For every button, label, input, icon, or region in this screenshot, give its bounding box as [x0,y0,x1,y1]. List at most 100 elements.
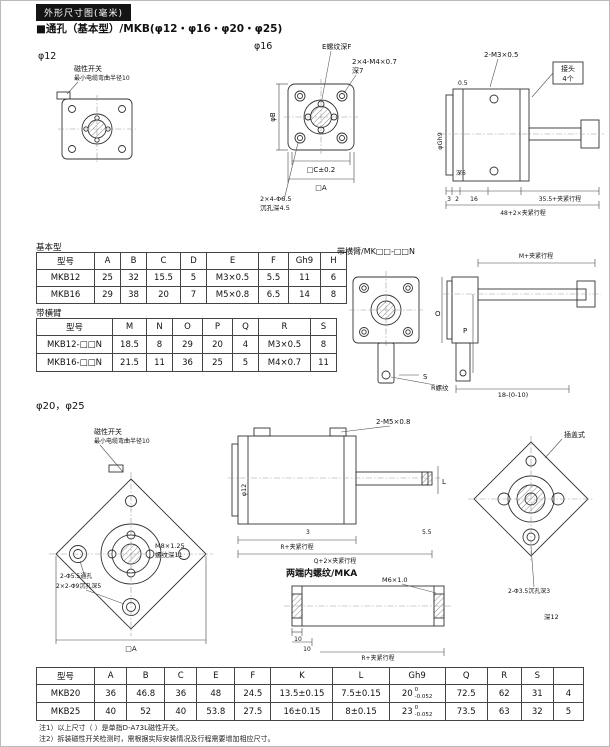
counterbore-note: 2×4-Φ6.5 [260,195,292,203]
col-header: P [202,318,233,336]
q-stroke-dim: Q+2×夹紧行程 [314,557,357,565]
cell: 11 [146,353,173,372]
phi12-rod-label: φ12 [240,484,248,497]
cylinder-body [452,88,530,182]
p-dim-label: P [463,327,467,335]
col-header: B [120,252,147,270]
cell: 5 [180,269,207,287]
cell: 38 [120,286,147,304]
dim-10-b: 10 [303,646,311,653]
col-header [552,667,585,685]
col-header: L [332,667,390,685]
cell: 25 [94,269,121,287]
cell: 48 [196,684,236,703]
col-header: S [520,667,554,685]
cylinder-body [237,435,357,525]
cell: 24.5 [234,684,272,703]
dim-10-a: 10 [294,636,302,643]
col-header: C [164,667,198,685]
cell: 20 [146,286,181,304]
col-header: R [486,667,522,685]
col-header: Q [444,667,488,685]
rod-thread-end [421,471,433,486]
arm-range-dim: 18-(0-10) [498,391,528,398]
phiG-dim-label: φGh9 [436,132,444,150]
top-dimension-drawing: φ12 磁性开关 最小电缆弯曲半径10 φ16 φB E螺纹深F 2×4-M4×… [38,41,604,217]
cbore35-note: 2-Φ3.5沉孔深3 [508,587,550,595]
m5-thread-note: 2-M5×0.8 [376,418,410,426]
arm-table-caption: 带横臂 [36,309,62,319]
l-dim-label: L [442,478,446,486]
cell: M4×0.7 [258,353,311,372]
cell: 8±0.15 [332,702,390,721]
cap-piece-view: 插盖式 2-Φ3.5沉孔深3 深12 [468,430,594,621]
cell: 73.5 [444,702,488,721]
cell: 72.5 [444,684,488,703]
m4-depth-note: 深7 [352,66,363,75]
cell: M5×0.8 [206,286,259,304]
mka-title: 两端内螺纹/MKA [286,567,357,579]
cell: 11 [288,269,321,287]
counterbore-depth-note: 沉孔深4.5 [260,203,290,212]
m-stroke-dim: M+夹紧行程 [519,252,553,260]
basic-table-caption: 基本型 [36,243,62,253]
col-header: A [94,252,121,270]
col-header: Q [232,318,259,336]
cell: 16±0.15 [270,702,334,721]
c-dim-label: □C±0.2 [307,166,336,174]
cell: 31 [520,684,554,703]
cell: 20 [202,335,233,354]
cell: 36 [172,353,203,372]
cell: 40 [164,702,198,721]
col-header: 型号 [36,318,113,336]
piston-rod [355,471,429,486]
col-header: C [146,252,181,270]
cell: 53.8 [196,702,236,721]
r-stroke-dim: R+夹紧行程 [280,543,313,551]
cell: 52 [126,702,166,721]
m6-thread-note: M6×1.0 [382,576,408,584]
section-title: ■通孔（基本型）/MKB(φ12・φ16・φ20・φ25) [36,23,283,35]
mag-switch-note: 磁性开关 [94,427,122,436]
phi12-front-view: φ12 磁性开关 最小电缆弯曲半径10 [38,51,136,163]
a-dim-label: □A [125,645,137,653]
col-header: B [126,667,166,685]
col-header: 型号 [35,667,96,685]
m8-thread-note: M8×1.25 [155,542,185,550]
phi2025-side-view: 2-M5×0.8 φ12 L 3 5.5 R+夹紧行程 Q+2×夹紧行程 [228,418,446,565]
cell: 32 [120,269,147,287]
cable-bend-note: 最小电缆弯曲半径10 [74,74,130,82]
col-header: F [234,667,272,685]
m3-thread-note: 2-M3×0.5 [484,51,518,59]
arm-drawing-title: 带横臂/MK□□-□□N [337,246,415,256]
footnote-1: 注1）以上尺寸（ ）是单指D-A73L磁性开关。 [39,724,184,732]
joint-count-label: 4个 [562,75,573,83]
port-plate [445,94,454,176]
m4-thread-note: 2×4-M4×0.7 [352,58,397,66]
cell: 32 [520,702,554,721]
dim-3: 3 [447,196,451,203]
cell: 40 [94,702,128,721]
cell: 7.5±0.15 [332,684,390,703]
r-thread-note: R螺纹 [431,383,449,392]
phi2025-dimension-drawing: 磁性开关 最小电缆弯曲半径10 M8×1.25 螺纹深11 2-Φ5.5通孔 2… [49,418,594,662]
col-header: A [94,667,128,685]
cell: 18.5 [112,335,147,354]
magnetic-switch-body [56,91,71,100]
arm-side-rod [477,288,587,301]
depth12-note: 深12 [544,612,559,621]
cell: 7 [180,286,207,304]
cell: 29 [172,335,203,354]
footnotes: 注1）以上尺寸（ ）是单指D-A73L磁性开关。 注2）拆装磁性开关检测时，需根… [39,723,274,744]
col-header: 型号 [36,252,95,270]
phi2025-section-label: φ20，φ25 [36,401,85,412]
